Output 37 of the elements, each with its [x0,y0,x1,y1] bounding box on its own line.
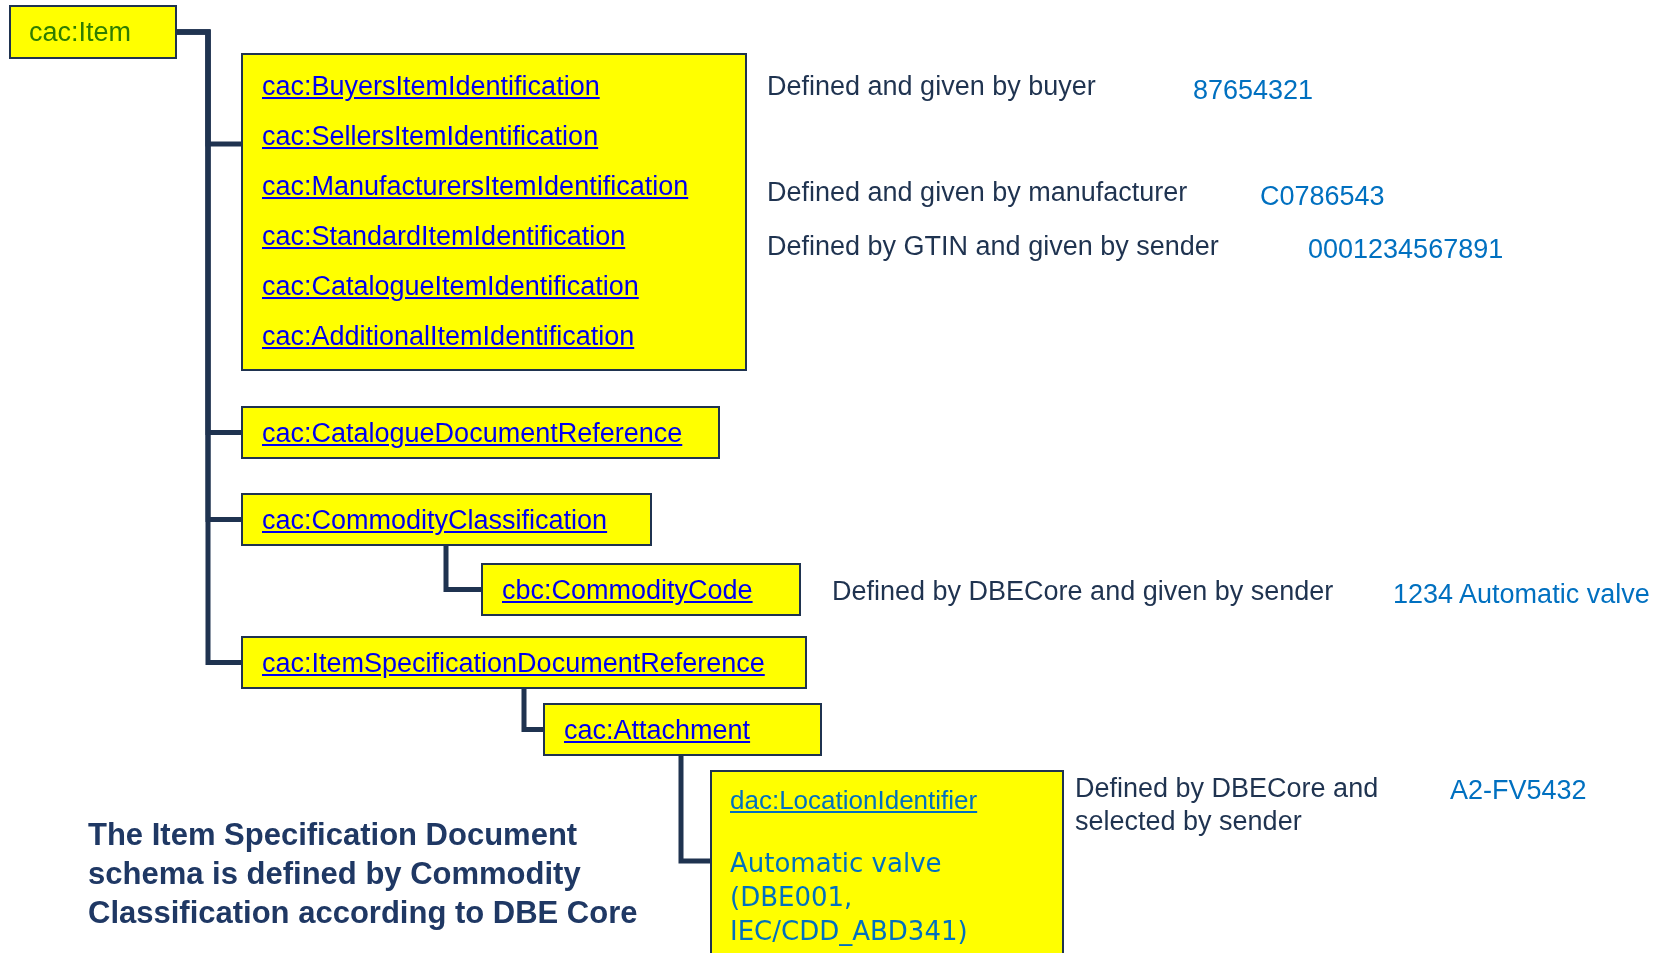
element-link: cac:SellersItemIdentification [262,120,599,152]
connector-line [177,29,241,665]
note-text: The Item Specification Document schema is defined by Commodity Classification according to DBE Core [88,816,639,932]
value-description: Automatic valve (DBE001, IEC/CDD_ABD341) [730,847,969,948]
element-box [241,636,807,689]
connector-line [443,546,481,592]
definition-text: Defined by DBECore and given by sender [832,575,1334,608]
element-link: cac:ItemSpecificationDocumentReference [262,647,765,679]
element-link: cac:CatalogueItemIdentification [262,270,639,302]
element-box [481,563,801,616]
element-box [9,5,177,59]
definition-text: Defined by GTIN and given by sender [767,230,1219,263]
element-link: cac:AdditionalItemIdentification [262,320,635,352]
element-link: dac:LocationIdentifier [730,784,978,816]
definition-text: Defined by DBECore and selected by sender [1075,772,1380,838]
element-link: cac:ManufacturersItemIdentification [262,170,689,202]
element-name: cac:Item [29,16,132,48]
connector-line [521,689,543,732]
element-box [241,53,747,371]
element-box [543,703,822,756]
element-link: cac:CommodityClassification [262,504,608,536]
element-box [241,493,652,546]
example-value: A2-FV5432 [1450,774,1587,807]
example-value: 0001234567891 [1308,233,1504,266]
element-link: cac:CatalogueDocumentReference [262,417,683,449]
element-link: cac:Attachment [564,714,751,746]
example-value: 87654321 [1193,74,1314,107]
definition-text: Defined and given by buyer [767,70,1096,103]
element-link: cac:BuyersItemIdentification [262,70,600,102]
element-link: cac:StandardItemIdentification [262,220,626,252]
example-value: C0786543 [1260,180,1385,213]
element-box [241,406,720,459]
definition-text: Defined and given by manufacturer [767,176,1188,209]
element-link: cbc:CommodityCode [502,574,753,606]
element-box [710,770,1064,953]
connector-line [678,756,710,864]
example-value: 1234 Automatic valve [1393,578,1650,611]
